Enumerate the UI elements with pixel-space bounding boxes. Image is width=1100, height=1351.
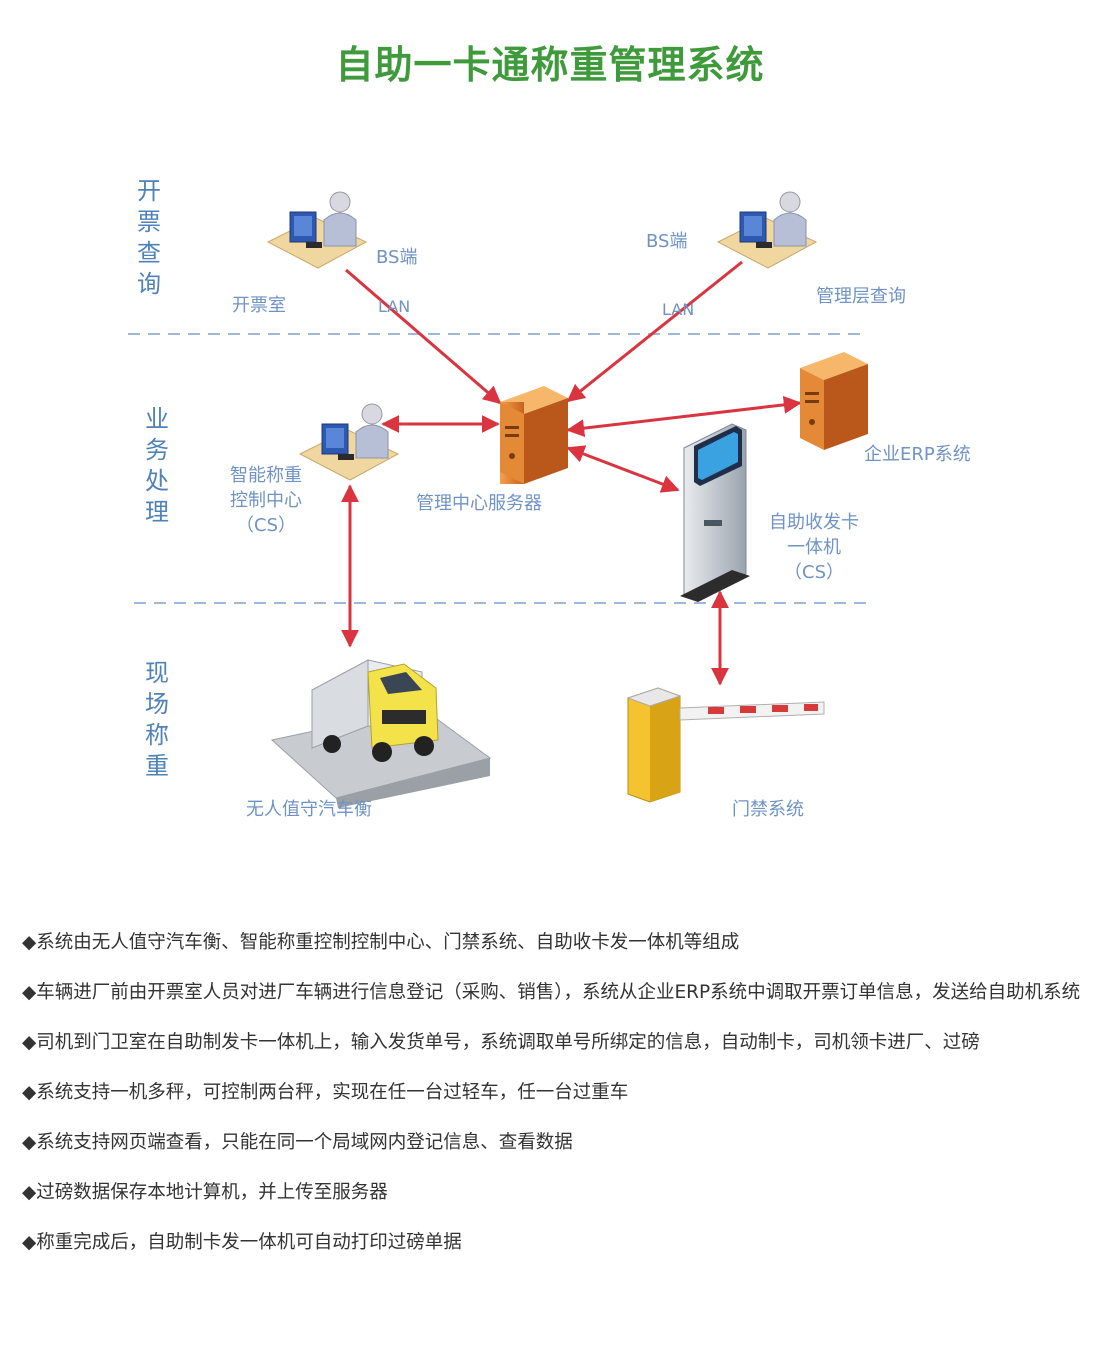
server-icon bbox=[500, 386, 568, 484]
list-item: ◆车辆进厂前由开票室人员对进厂车辆进行信息登记（采购、销售），系统从企业ERP系… bbox=[22, 982, 1081, 1003]
list-item: ◆系统由无人值守汽车衡、智能称重控制控制中心、门禁系统、自助收卡发一体机等组成 bbox=[22, 932, 740, 953]
section-label-billing-query: 开票查询 bbox=[137, 177, 161, 298]
feature-list: ◆系统由无人值守汽车衡、智能称重控制控制中心、门禁系统、自助收卡发一体机等组成 … bbox=[22, 930, 1087, 1280]
list-item: ◆系统支持一机多秤，可控制两台秤，实现在任一台过轻车，任一台过重车 bbox=[22, 1082, 629, 1103]
kiosk-label: 自助收发卡 一体机 （CS） bbox=[769, 512, 859, 583]
list-item: ◆称重完成后，自助制卡发一体机可自动打印过磅单据 bbox=[22, 1232, 462, 1253]
workstation-icon bbox=[716, 191, 818, 269]
truck-scale-label: 无人值守汽车衡 bbox=[246, 799, 372, 820]
erp-label: 企业ERP系统 bbox=[864, 444, 971, 465]
lan-label-right: LAN bbox=[662, 300, 695, 319]
kiosk-icon bbox=[680, 423, 750, 602]
barrier-gate-icon bbox=[626, 687, 825, 803]
arrow-mgmt-server bbox=[566, 260, 743, 403]
workstation-icon bbox=[298, 403, 400, 481]
list-item: ◆过磅数据保存本地计算机，并上传至服务器 bbox=[22, 1182, 388, 1203]
server-label: 管理中心服务器 bbox=[416, 493, 542, 514]
truck-scale-icon bbox=[270, 659, 492, 808]
system-diagram bbox=[128, 191, 868, 808]
page-title: 自助一卡通称重管理系统 bbox=[335, 43, 765, 87]
connection-arrows bbox=[341, 260, 802, 686]
section-label-business-processing: 业务处理 bbox=[145, 405, 169, 526]
arrow-billing-server bbox=[345, 268, 502, 405]
arrow-server-erp bbox=[566, 395, 802, 438]
bs-label-right: BS端 bbox=[646, 231, 688, 252]
arrow-server-kiosk bbox=[566, 445, 680, 493]
billing-room-label: 开票室 bbox=[232, 295, 286, 316]
section-label-onsite-weighing: 现场称重 bbox=[145, 659, 169, 780]
lan-label-left: LAN bbox=[378, 297, 411, 316]
list-item: ◆系统支持网页端查看，只能在同一个局域网内登记信息、查看数据 bbox=[22, 1132, 573, 1153]
server-icon bbox=[800, 352, 868, 450]
control-center-label: 智能称重 控制中心 （CS） bbox=[230, 465, 302, 536]
bs-label-left: BS端 bbox=[376, 247, 418, 268]
management-query-label: 管理层查询 bbox=[816, 286, 906, 307]
list-item: ◆司机到门卫室在自助制发卡一体机上，输入发货单号，系统调取单号所绑定的信息，自动… bbox=[22, 1032, 980, 1053]
workstation-icon bbox=[266, 191, 368, 269]
gate-label: 门禁系统 bbox=[732, 799, 804, 820]
